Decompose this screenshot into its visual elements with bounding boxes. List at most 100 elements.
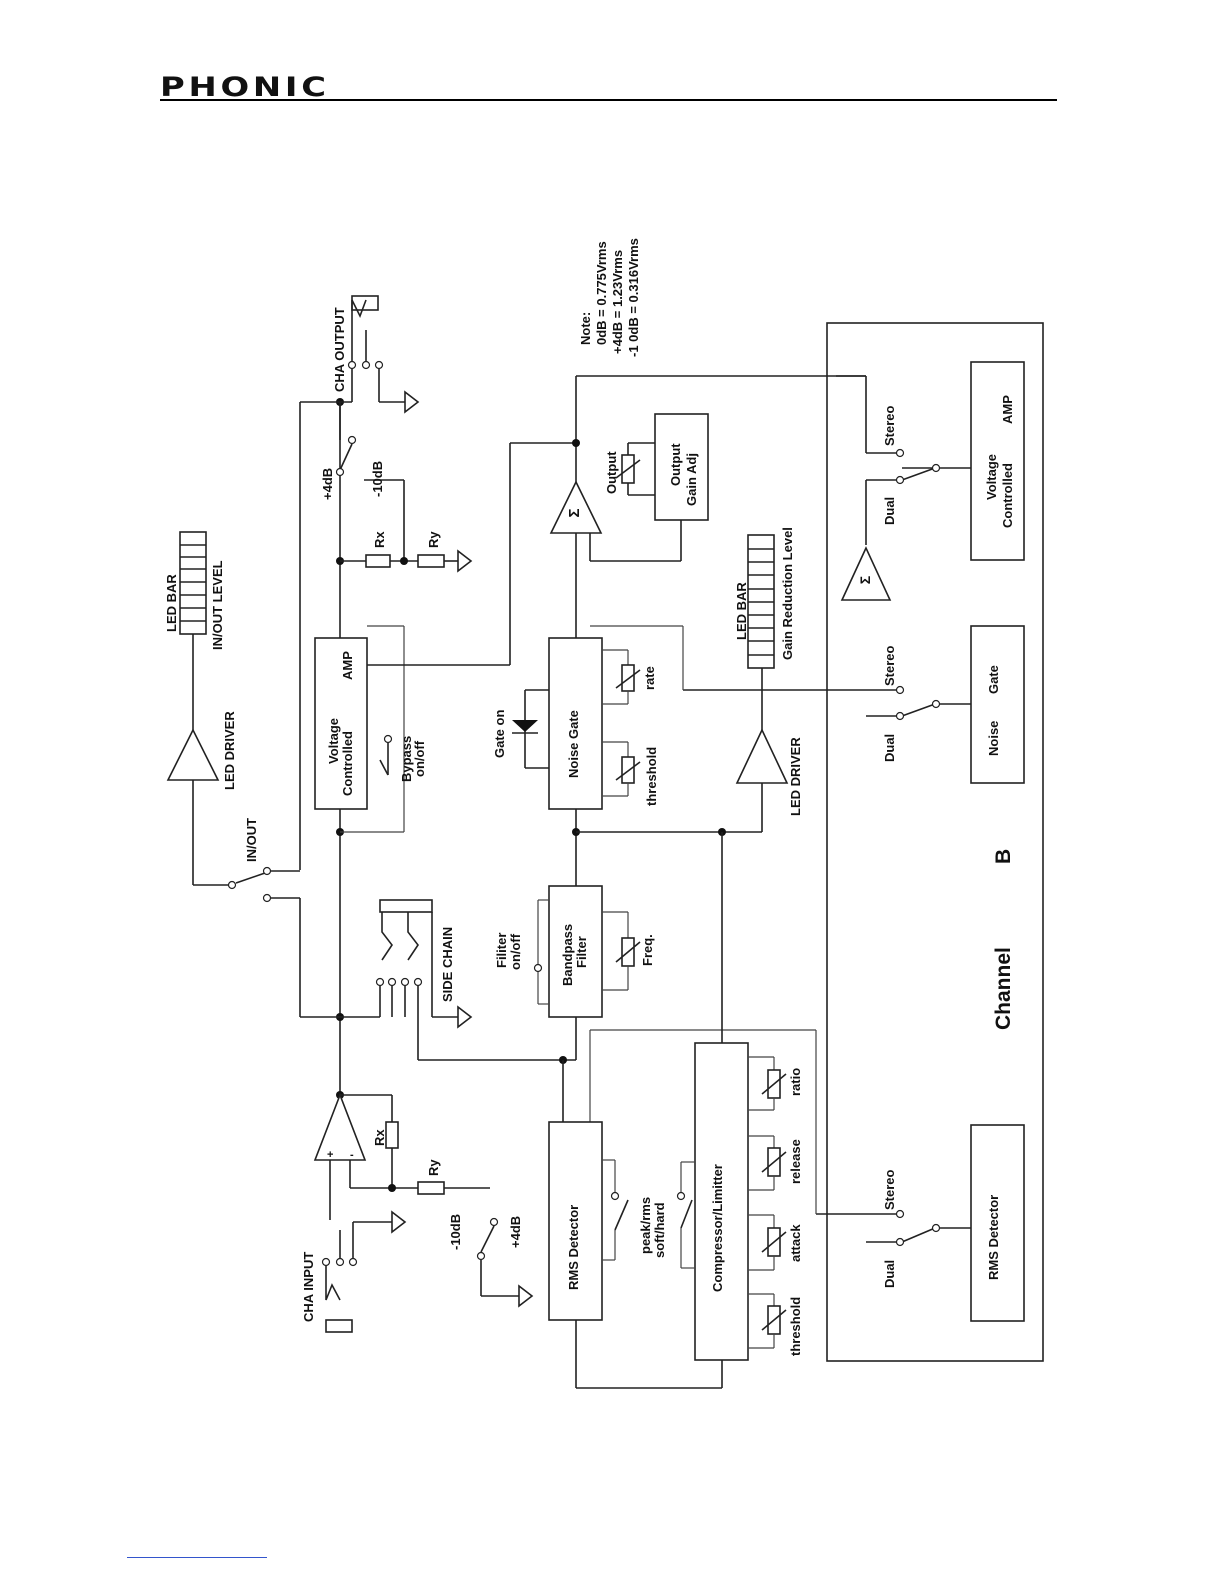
output-level-switch[interactable] bbox=[335, 402, 405, 561]
channel-b-vca-box bbox=[970, 361, 1025, 561]
channel-b-rms-detector: RMS Detector bbox=[986, 1195, 1001, 1280]
label-release: release bbox=[788, 1139, 803, 1184]
comp-release-pot[interactable] bbox=[748, 1135, 787, 1191]
vca-block bbox=[314, 637, 368, 810]
channel-b-rms-box bbox=[970, 1124, 1025, 1322]
label-bandpass: Bandpass bbox=[560, 924, 575, 986]
label-peak-rms: peak/rms bbox=[638, 1197, 653, 1254]
label-gate-threshold: threshold bbox=[644, 747, 659, 806]
label-ry-top: Ry bbox=[426, 531, 441, 548]
label-gain-reduction: Gain Reduction Level bbox=[780, 527, 795, 660]
channel-b-sum-amp: Σ bbox=[840, 546, 892, 601]
led-bar-gain-reduction bbox=[747, 534, 775, 730]
svg-text:-: - bbox=[350, 1149, 354, 1161]
label-compressor-limiter: Compressor/Limitter bbox=[710, 1164, 725, 1292]
label-rms-detector: RMS Detector bbox=[566, 1205, 581, 1290]
label-output-gain: Output bbox=[668, 443, 683, 486]
bandpass-filter-block bbox=[548, 885, 603, 1018]
note-title: Note: bbox=[578, 312, 593, 345]
label-noise-gate: Noise Gate bbox=[566, 710, 581, 778]
label-cha-output: CHA OUTPUT bbox=[332, 307, 347, 392]
note-line3: -1 0dB = 0.316Vrms bbox=[626, 238, 641, 357]
soft-hard-switch[interactable] bbox=[676, 1161, 696, 1269]
label-ry-bottom: Ry bbox=[426, 1159, 441, 1176]
label-gate-on: Gate on bbox=[492, 710, 507, 758]
label-minus10db-bottom: -10dB bbox=[448, 1214, 463, 1250]
channel-b-stereo-1: Stereo bbox=[882, 405, 897, 446]
channel-b-switch-vca[interactable] bbox=[836, 375, 971, 545]
label-rx-top: Rx bbox=[372, 531, 387, 548]
filter-freq-pot[interactable] bbox=[602, 911, 641, 991]
rms-detector-block bbox=[548, 1121, 603, 1321]
comp-ratio-pot[interactable] bbox=[748, 1056, 787, 1111]
label-gain-adj: Gain Adj bbox=[684, 453, 699, 506]
rx-ry-top bbox=[340, 549, 473, 573]
channel-b-vca-line1: Voltage bbox=[984, 454, 999, 500]
svg-text:Σ: Σ bbox=[857, 576, 873, 584]
filter-onoff-switch[interactable] bbox=[533, 899, 550, 1005]
channel-b-vca-amp: AMP bbox=[1000, 395, 1015, 424]
led-driver-gr bbox=[735, 728, 789, 832]
label-led-bar-top: LED BAR bbox=[164, 574, 179, 632]
comp-attack-pot[interactable] bbox=[748, 1214, 787, 1271]
peak-rms-switch[interactable] bbox=[602, 1159, 629, 1261]
channel-b-frame bbox=[826, 322, 1044, 1362]
compressor-limiter-block bbox=[694, 1042, 749, 1361]
label-soft-hard: soft/hard bbox=[652, 1202, 667, 1258]
label-vca-controlled: Controlled bbox=[340, 731, 355, 796]
cha-input-jack[interactable] bbox=[321, 1210, 407, 1333]
label-comp-threshold: threshold bbox=[788, 1297, 803, 1356]
label-minus10db-top: -10dB bbox=[370, 461, 385, 497]
in-out-switch[interactable] bbox=[227, 866, 381, 1018]
gate-led bbox=[512, 689, 549, 769]
phonic-logo: PHONIC bbox=[160, 72, 330, 103]
label-ratio: ratio bbox=[788, 1068, 803, 1096]
channel-b-dual-2: Dual bbox=[882, 734, 897, 762]
channel-b-title: Channel bbox=[992, 947, 1015, 1030]
label-plus4db-bottom: +4dB bbox=[508, 1216, 523, 1248]
side-chain-jack[interactable] bbox=[375, 899, 577, 1064]
label-led-driver-gr: LED DRIVER bbox=[788, 737, 803, 816]
channel-b-noise-gate-1: Noise bbox=[986, 721, 1001, 756]
label-side-chain: SIDE CHAIN bbox=[440, 927, 455, 1002]
channel-b-vca-line2: Controlled bbox=[1000, 463, 1015, 528]
led-bar-inout bbox=[179, 531, 207, 730]
label-vca-amp: AMP bbox=[340, 651, 355, 680]
channel-b-dual-3: Dual bbox=[882, 1260, 897, 1288]
gate-threshold-pot[interactable] bbox=[602, 741, 641, 797]
channel-b-switch-gate[interactable] bbox=[683, 685, 971, 721]
label-plus4db-top: +4dB bbox=[320, 468, 335, 500]
label-cha-input: CHA INPUT bbox=[301, 1252, 316, 1322]
channel-b-stereo-2: Stereo bbox=[882, 645, 897, 686]
footer-link-line bbox=[127, 1557, 267, 1558]
led-driver-top bbox=[166, 728, 228, 886]
note-line2: +4dB = 1.23Vrms bbox=[610, 250, 625, 354]
label-vca-voltage: Voltage bbox=[326, 718, 341, 764]
svg-text:+: + bbox=[327, 1149, 333, 1161]
note-line1: 0dB = 0.775Vrms bbox=[594, 241, 609, 345]
gate-rate-pot[interactable] bbox=[590, 625, 684, 705]
input-level-switch[interactable] bbox=[476, 1217, 534, 1308]
label-rx-bottom: Rx bbox=[372, 1129, 387, 1146]
channel-b-letter: B bbox=[992, 849, 1015, 864]
label-led-driver-top: LED DRIVER bbox=[222, 711, 237, 790]
comp-threshold-pot[interactable] bbox=[748, 1293, 787, 1349]
label-led-bar-gr: LED BAR bbox=[734, 582, 749, 640]
label-output: Output bbox=[604, 451, 619, 494]
cha-output-jack[interactable] bbox=[299, 295, 420, 870]
input-opamp: + - bbox=[313, 1092, 490, 1220]
label-bypass: Bypass bbox=[399, 736, 414, 782]
header-rule bbox=[160, 99, 1057, 101]
channel-b-stereo-3: Stereo bbox=[882, 1169, 897, 1210]
channel-b-noise-gate-2: Gate bbox=[986, 665, 1001, 694]
label-filter-onoff: on/off bbox=[508, 933, 523, 970]
label-in-out: IN/OUT bbox=[244, 818, 259, 862]
output-gain-adj[interactable] bbox=[615, 413, 709, 521]
channel-b-switch-rms[interactable] bbox=[816, 1209, 971, 1247]
label-bypass-onoff: on/off bbox=[412, 740, 427, 777]
bypass-switch[interactable] bbox=[340, 625, 405, 833]
label-gate-rate: rate bbox=[642, 666, 657, 690]
label-attack: attack bbox=[788, 1224, 803, 1262]
